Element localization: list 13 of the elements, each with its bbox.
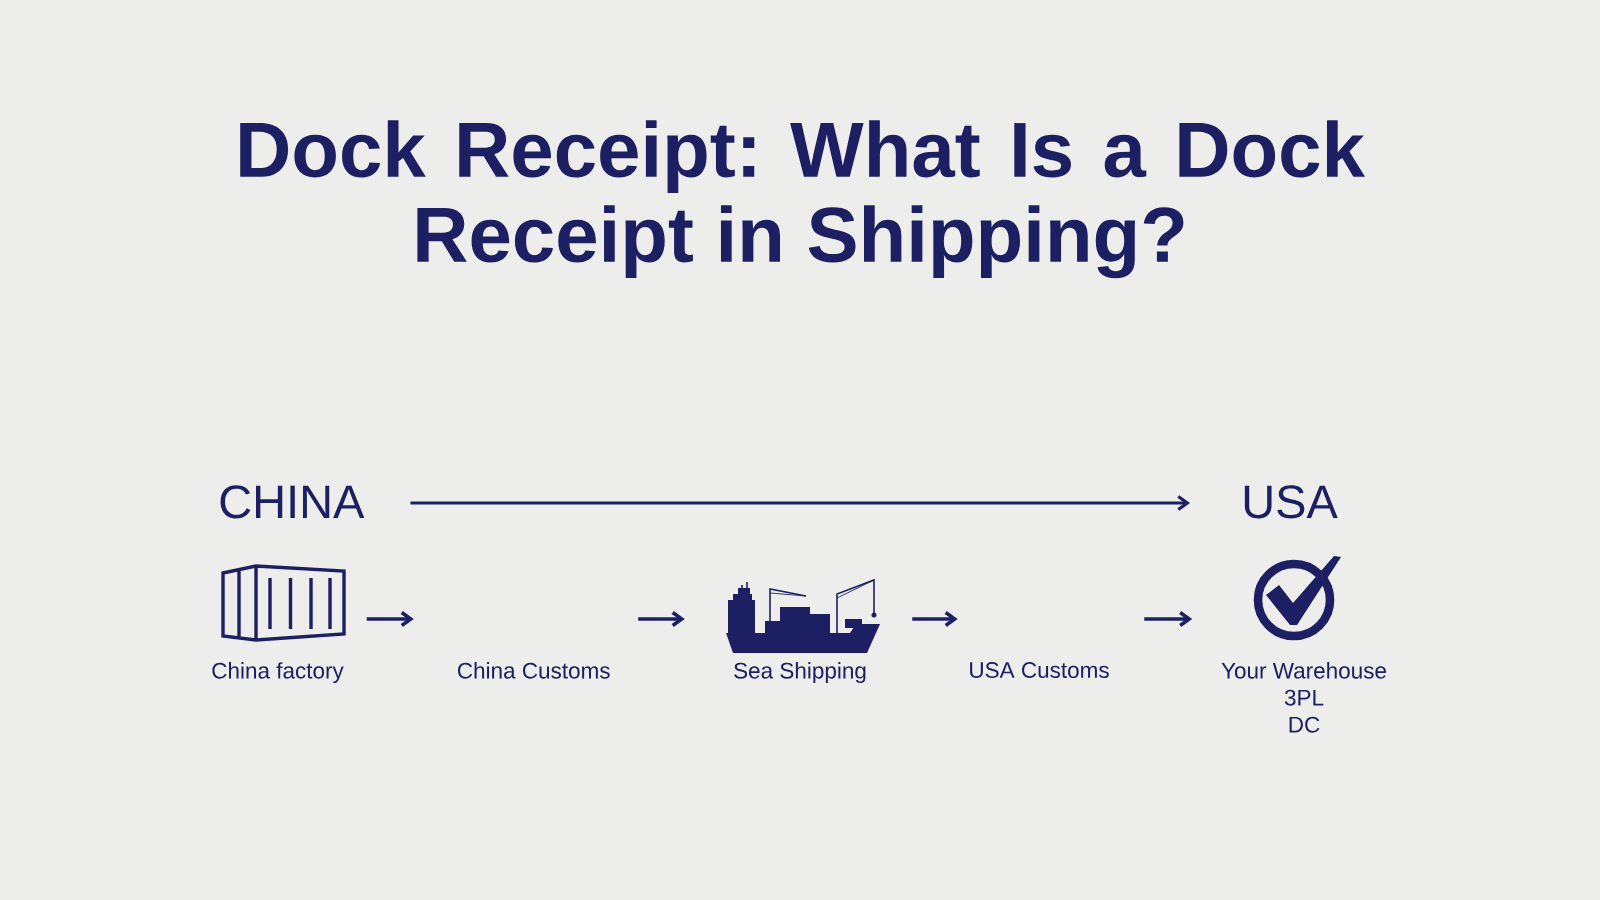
arrow <box>366 611 414 627</box>
step-caption: USA Customs <box>970 662 1109 679</box>
arrow <box>638 611 685 627</box>
step-caption: China Customs <box>457 662 610 679</box>
step-caption: Your Warehouse 3PL DC <box>1221 662 1386 733</box>
country-label: USA <box>1244 485 1338 519</box>
step-caption: China factory <box>212 662 344 684</box>
step-caption: Sea Shipping <box>734 662 866 684</box>
arrow <box>410 495 1190 511</box>
arrow <box>912 611 958 627</box>
country-label: CHINA <box>220 485 365 519</box>
arrow <box>1144 611 1193 627</box>
title: Dock Receipt: What Is a Dock Receipt in Shipping? <box>240 120 1365 279</box>
